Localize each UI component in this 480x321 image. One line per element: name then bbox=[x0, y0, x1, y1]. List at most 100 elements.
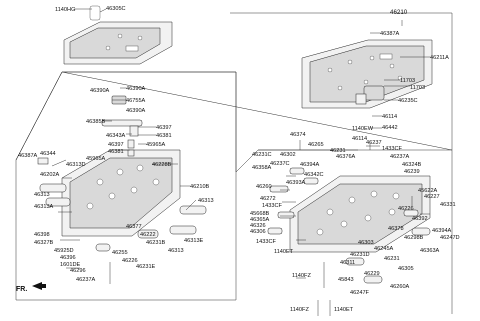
label-46755a: 46755A bbox=[126, 98, 146, 104]
label-46226-r: 46226 bbox=[398, 206, 414, 212]
label-46247d: 46247D bbox=[440, 235, 460, 241]
left-small-parts bbox=[37, 95, 143, 167]
label-46390a-b: 46390A bbox=[126, 86, 146, 92]
label-46313d: 46313D bbox=[66, 162, 86, 168]
label-46272: 46272 bbox=[260, 196, 276, 202]
label-46231e: 46231E bbox=[136, 264, 156, 270]
front-direction-arrow: FR. bbox=[16, 282, 46, 293]
label-46305: 46305 bbox=[398, 266, 414, 272]
label-46245a: 46245A bbox=[374, 246, 394, 252]
label-45925d: 45925D bbox=[54, 248, 74, 254]
label-46211a: 46211A bbox=[430, 55, 449, 61]
label-1601de: 1601DE bbox=[60, 262, 80, 268]
label-46398: 46398 bbox=[34, 232, 50, 238]
label-46342c: 46342C bbox=[304, 172, 324, 178]
label-46390a-a: 46390A bbox=[90, 88, 110, 94]
label-46397-b: 46397 bbox=[108, 142, 124, 148]
label-46228b: 46228B bbox=[152, 162, 172, 168]
label-46305c: 46305C bbox=[106, 6, 126, 12]
label-46237a-bl: 46237A bbox=[76, 277, 96, 283]
label-46344: 46344 bbox=[40, 151, 56, 157]
left-shift-solenoids bbox=[39, 183, 207, 252]
label-46326: 46326 bbox=[250, 223, 266, 229]
label-46378: 46378 bbox=[388, 226, 404, 232]
label-46343a: 46343A bbox=[106, 133, 126, 139]
label-11703-b: 11703 bbox=[410, 85, 425, 91]
label-46298b: 46298B bbox=[404, 235, 424, 241]
label-46377: 46377 bbox=[126, 224, 142, 230]
label-46394a-b: 46394A bbox=[432, 228, 452, 234]
label-46313-a: 46313 bbox=[34, 192, 50, 198]
label-46210: 46210 bbox=[390, 9, 408, 16]
label-1140et-a: 1140ET bbox=[274, 249, 294, 255]
label-46313a: 46313A bbox=[34, 204, 54, 210]
label-46239: 46239 bbox=[404, 169, 420, 175]
label-45843: 45843 bbox=[338, 277, 354, 283]
label-46222: 46222 bbox=[140, 232, 156, 238]
label-46231c: 46231C bbox=[252, 152, 272, 158]
label-46387a-top: 46387A bbox=[380, 31, 400, 37]
label-46265: 46265 bbox=[308, 142, 324, 148]
label-46210b: 46210B bbox=[190, 184, 210, 190]
label-46227: 46227 bbox=[424, 194, 440, 200]
label-46235c: 46235C bbox=[398, 98, 418, 104]
label-46114: 46114 bbox=[382, 114, 397, 120]
label-46255: 46255 bbox=[112, 250, 128, 256]
label-45622a: 45622A bbox=[418, 188, 438, 194]
label-46114-b: 46114 bbox=[352, 136, 367, 142]
label-46331: 46331 bbox=[440, 202, 456, 208]
label-46376a: 46376A bbox=[336, 154, 356, 160]
label-45668b: 45668B bbox=[250, 211, 270, 217]
top-separator-plate bbox=[63, 5, 173, 65]
label-46365a: 46365A bbox=[250, 217, 270, 223]
label-46229: 46229 bbox=[364, 271, 380, 277]
label-46313e: 46313E bbox=[184, 238, 204, 244]
label-46237c: 46237C bbox=[270, 161, 290, 167]
label-46396: 46396 bbox=[60, 255, 76, 261]
solenoid-46235c bbox=[355, 85, 385, 105]
label-46231: 46231 bbox=[330, 148, 346, 154]
filter-plate-46211a bbox=[301, 39, 433, 109]
label-46237: 46237 bbox=[366, 140, 382, 146]
label-46358a: 46358A bbox=[252, 165, 272, 171]
label-46397-a: 46397 bbox=[156, 125, 172, 131]
label-1140hg: 1140HG bbox=[55, 7, 75, 13]
label-1433cf-a: 1433CF bbox=[382, 146, 402, 152]
label-1140ew: 1140EW bbox=[352, 126, 374, 132]
label-46394a-a: 46394A bbox=[300, 162, 320, 168]
label-46374: 46374 bbox=[290, 132, 306, 138]
label-46381-b: 46381 bbox=[108, 149, 124, 155]
label-46442: 46442 bbox=[382, 125, 398, 131]
left-valve-body bbox=[61, 149, 181, 237]
label-46260: 46260 bbox=[256, 184, 272, 190]
label-46393a: 46393A bbox=[286, 180, 306, 186]
label-46226: 46226 bbox=[122, 258, 138, 264]
label-46327b: 46327B bbox=[34, 240, 54, 246]
label-46231b: 46231B bbox=[146, 240, 166, 246]
label-46313-c: 46313 bbox=[168, 248, 184, 254]
label-46390a-c: 46390A bbox=[126, 108, 146, 114]
label-46306: 46306 bbox=[250, 229, 266, 235]
label-46260a: 46260A bbox=[390, 284, 410, 290]
label-46231d: 46231D bbox=[350, 252, 370, 258]
label-45965a-b: 45965A bbox=[86, 156, 106, 162]
label-46311: 46311 bbox=[340, 260, 355, 266]
label-46237a-r: 46237A bbox=[390, 154, 410, 160]
label-46392: 46392 bbox=[412, 216, 428, 222]
assembly-frames bbox=[15, 12, 453, 314]
label-45965a-a: 45965A bbox=[146, 142, 166, 148]
label-46387a-left: 46387A bbox=[18, 153, 38, 159]
label-46363a: 46363A bbox=[420, 248, 440, 254]
right-small-parts bbox=[267, 142, 431, 316]
label-46324b: 46324B bbox=[402, 162, 422, 168]
leader-lines bbox=[58, 8, 430, 284]
label-1433cf-c: 1433CF bbox=[256, 239, 276, 245]
label-46313-b: 46313 bbox=[198, 198, 214, 204]
label-46247f: 46247F bbox=[350, 290, 370, 296]
label-46296: 46296 bbox=[70, 268, 86, 274]
right-valve-body bbox=[289, 175, 431, 253]
label-11703-a: 11703 bbox=[400, 78, 415, 84]
label-46381-a: 46381 bbox=[156, 133, 172, 139]
label-46302: 46302 bbox=[280, 152, 296, 158]
